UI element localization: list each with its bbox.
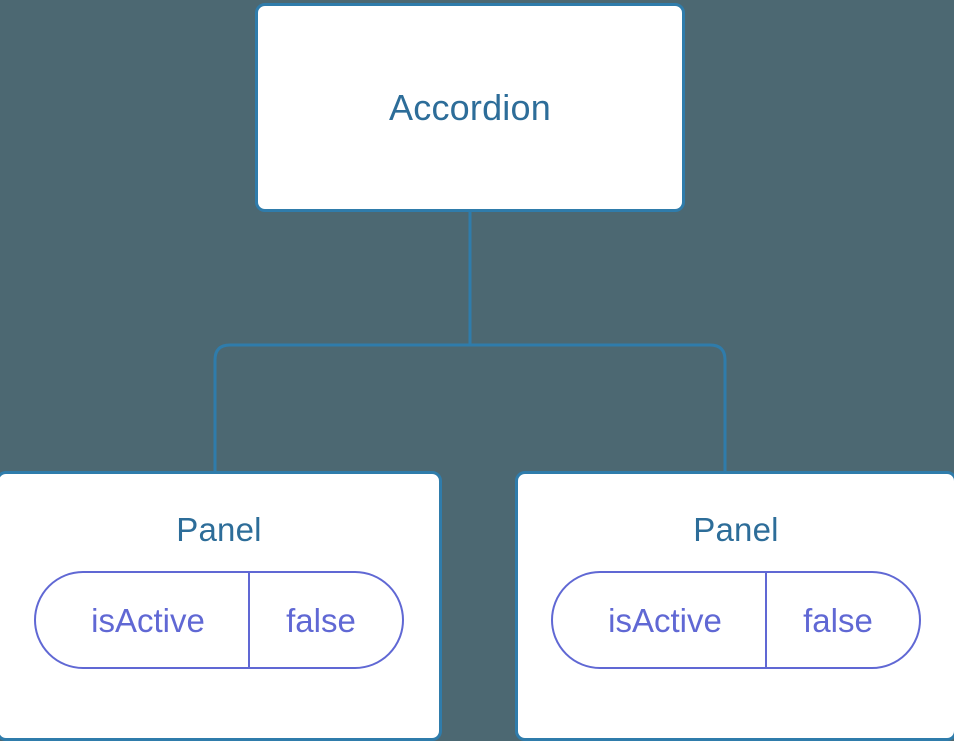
node-panel-right-title: Panel [693, 511, 779, 548]
node-panel-right[interactable]: Panel isActive false [515, 471, 954, 741]
prop-value-label: false [286, 601, 356, 639]
prop-badge-isactive-left[interactable]: isActive false [34, 571, 404, 669]
prop-value-label: false [803, 601, 873, 639]
node-panel-left-title: Panel [176, 511, 262, 548]
node-accordion[interactable]: Accordion [255, 3, 685, 212]
node-accordion-title: Accordion [389, 86, 551, 128]
edge-to-right-panel [470, 343, 727, 474]
prop-key-label: isActive [553, 573, 767, 667]
edge-to-left-panel [213, 343, 470, 474]
prop-key-label: isActive [36, 573, 250, 667]
prop-badge-isactive-right[interactable]: isActive false [551, 571, 921, 669]
node-panel-left[interactable]: Panel isActive false [0, 471, 442, 741]
